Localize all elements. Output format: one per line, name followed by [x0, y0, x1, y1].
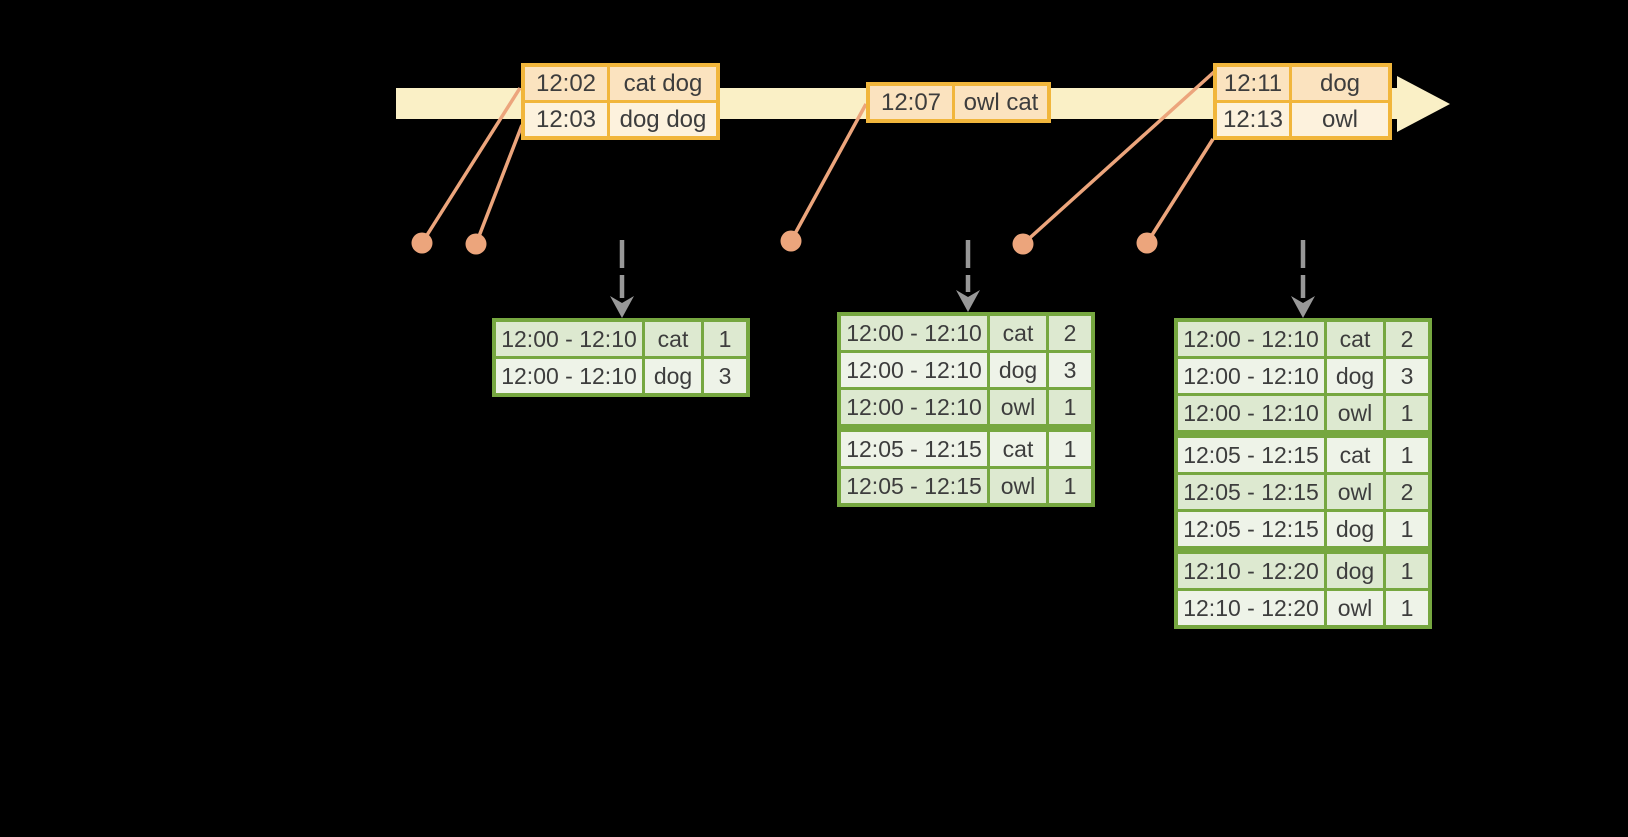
- window-cell: 12:05 - 12:15: [1178, 438, 1324, 472]
- event-dot-icon: [1012, 233, 1034, 255]
- event-time-cell: 12:07: [870, 86, 952, 119]
- count-cell: 2: [1049, 316, 1091, 350]
- table-row: 12:00 - 12:10 dog 3: [841, 353, 1091, 387]
- event-row: 12:11 dog: [1217, 67, 1388, 100]
- table-row: 12:00 - 12:10 owl 1: [841, 390, 1091, 424]
- table-row: 12:10 - 12:20 dog 1: [1178, 554, 1428, 588]
- down-arrowhead-icon: [1291, 296, 1315, 318]
- count-cell: 3: [704, 359, 746, 393]
- event-row: 12:02 cat dog: [525, 67, 716, 100]
- table-row: 12:00 - 12:10 dog 3: [1178, 359, 1428, 393]
- table-row: 12:00 - 12:10 cat 1: [496, 322, 746, 356]
- count-cell: 1: [1386, 554, 1428, 588]
- table-row: 12:05 - 12:15 cat 1: [1178, 438, 1428, 472]
- event-table-2: 12:07 owl cat: [866, 82, 1051, 123]
- word-cell: owl: [990, 469, 1046, 503]
- word-cell: dog: [990, 353, 1046, 387]
- window-cell: 12:00 - 12:10: [1178, 322, 1324, 356]
- window-cell: 12:00 - 12:10: [496, 359, 642, 393]
- window-cell: 12:00 - 12:10: [841, 316, 987, 350]
- event-dot-icon: [780, 230, 802, 252]
- count-cell: 1: [1386, 512, 1428, 546]
- event-time-cell: 12:13: [1217, 103, 1289, 136]
- event-row: 12:03 dog dog: [525, 103, 716, 136]
- event-connector-lines: [420, 70, 1216, 246]
- table-row: 12:05 - 12:15 cat 1: [841, 432, 1091, 466]
- event-table-1: 12:02 cat dog 12:03 dog dog: [521, 63, 720, 140]
- count-cell: 3: [1386, 359, 1428, 393]
- event-dot-icon: [465, 233, 487, 255]
- event-row: 12:07 owl cat: [870, 86, 1047, 119]
- timeline-arrow-icon: [1397, 76, 1450, 132]
- count-cell: 2: [1386, 475, 1428, 509]
- event-words-cell: dog dog: [610, 103, 716, 136]
- down-arrowhead-icon: [610, 296, 634, 318]
- window-cell: 12:05 - 12:15: [1178, 475, 1324, 509]
- count-cell: 1: [1049, 432, 1091, 466]
- word-cell: cat: [1327, 322, 1383, 356]
- down-arrowhead-icon: [956, 290, 980, 312]
- flow-arrow-heads: [610, 290, 1315, 318]
- event-dot-icon: [1136, 232, 1158, 254]
- window-cell: 12:05 - 12:15: [1178, 512, 1324, 546]
- event-words-cell: owl cat: [955, 86, 1047, 119]
- count-cell: 1: [1386, 396, 1428, 430]
- table-row: 12:00 - 12:10 cat 2: [841, 316, 1091, 350]
- word-cell: owl: [990, 390, 1046, 424]
- table-row: 12:00 - 12:10 owl 1: [1178, 396, 1428, 430]
- word-cell: cat: [990, 432, 1046, 466]
- count-cell: 1: [704, 322, 746, 356]
- window-cell: 12:10 - 12:20: [1178, 554, 1324, 588]
- word-cell: owl: [1327, 475, 1383, 509]
- word-cell: cat: [990, 316, 1046, 350]
- word-cell: owl: [1327, 591, 1383, 625]
- event-row: 12:13 owl: [1217, 103, 1388, 136]
- count-cell: 2: [1386, 322, 1428, 356]
- table-row: 12:00 - 12:10 cat 2: [1178, 322, 1428, 356]
- window-cell: 12:00 - 12:10: [1178, 359, 1324, 393]
- table-row: 12:00 - 12:10 dog 3: [496, 359, 746, 393]
- event-time-cell: 12:11: [1217, 67, 1289, 100]
- flow-arrow-lines: [619, 240, 1306, 298]
- word-cell: cat: [1327, 438, 1383, 472]
- event-dot-icon: [411, 232, 433, 254]
- window-cell: 12:00 - 12:10: [841, 390, 987, 424]
- table-row: 12:05 - 12:15 owl 1: [841, 469, 1091, 503]
- table-row: 12:05 - 12:15 dog 1: [1178, 512, 1428, 546]
- word-cell: dog: [1327, 554, 1383, 588]
- count-cell: 1: [1049, 469, 1091, 503]
- word-cell: cat: [645, 322, 701, 356]
- window-cell: 12:05 - 12:15: [841, 432, 987, 466]
- result-table-3: 12:00 - 12:10 cat 2 12:00 - 12:10 dog 3 …: [1174, 318, 1432, 629]
- word-cell: owl: [1327, 396, 1383, 430]
- event-time-cell: 12:03: [525, 103, 607, 136]
- table-row: 12:05 - 12:15 owl 2: [1178, 475, 1428, 509]
- event-words-cell: cat dog: [610, 67, 716, 100]
- event-time-cell: 12:02: [525, 67, 607, 100]
- window-cell: 12:00 - 12:10: [496, 322, 642, 356]
- event-dots: [411, 230, 1158, 255]
- result-table-2: 12:00 - 12:10 cat 2 12:00 - 12:10 dog 3 …: [837, 312, 1095, 507]
- word-cell: dog: [1327, 512, 1383, 546]
- word-cell: dog: [1327, 359, 1383, 393]
- window-cell: 12:05 - 12:15: [841, 469, 987, 503]
- count-cell: 1: [1386, 438, 1428, 472]
- table-row: 12:10 - 12:20 owl 1: [1178, 591, 1428, 625]
- window-cell: 12:00 - 12:10: [841, 353, 987, 387]
- count-cell: 1: [1386, 591, 1428, 625]
- count-cell: 3: [1049, 353, 1091, 387]
- event-words-cell: dog: [1292, 67, 1388, 100]
- result-table-1: 12:00 - 12:10 cat 1 12:00 - 12:10 dog 3: [492, 318, 750, 397]
- event-words-cell: owl: [1292, 103, 1388, 136]
- word-cell: dog: [645, 359, 701, 393]
- count-cell: 1: [1049, 390, 1091, 424]
- event-table-3: 12:11 dog 12:13 owl: [1213, 63, 1392, 140]
- window-cell: 12:00 - 12:10: [1178, 396, 1324, 430]
- window-cell: 12:10 - 12:20: [1178, 591, 1324, 625]
